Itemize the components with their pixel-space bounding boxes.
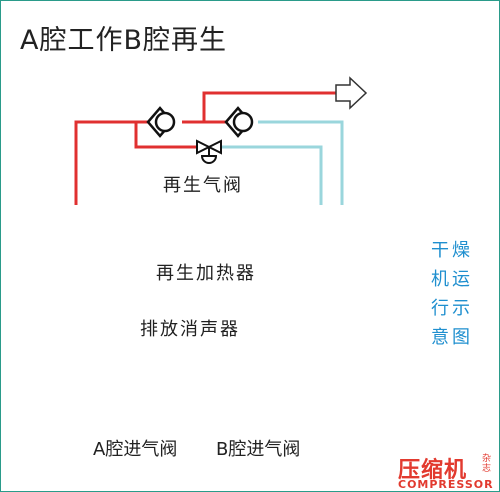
regen-return-line [221,145,323,205]
working-flow-lines [74,91,336,205]
check-valve-right [224,106,254,138]
a-inlet-valve-label: A腔进气阀 [93,439,178,460]
check-valve-left [146,106,176,138]
b-chamber-line [258,120,344,205]
a-chamber-line [74,120,148,205]
side-caption-line: 干燥 [431,240,473,261]
diagram-title: A腔工作B腔再生 [20,25,227,56]
side-caption-line: 行示 [431,298,473,319]
logo-main-text: 压缩机 [398,458,468,483]
compressor-logo: 压缩机 COMPRESSOR 杂志 [398,452,498,492]
side-caption-line: 意图 [431,327,473,348]
exhaust-muffler-label: 排放消声器 [140,319,240,340]
outlet-line [182,91,336,124]
logo-sub-text: COMPRESSOR [398,478,494,491]
side-caption: 干燥 机运 行示 意图 [431,236,479,352]
valve-bypass-line [134,122,197,149]
side-caption-line: 机运 [431,269,473,290]
regen-valve-label: 再生气阀 [163,175,243,196]
logo-side-text: 杂志 [482,454,492,474]
outlet-arrow-icon [335,76,368,110]
regen-flow-lines [221,120,344,205]
b-inlet-valve-label: B腔进气阀 [216,439,301,460]
regen-valve-symbol [196,139,222,164]
regen-heater-label: 再生加热器 [156,263,256,284]
